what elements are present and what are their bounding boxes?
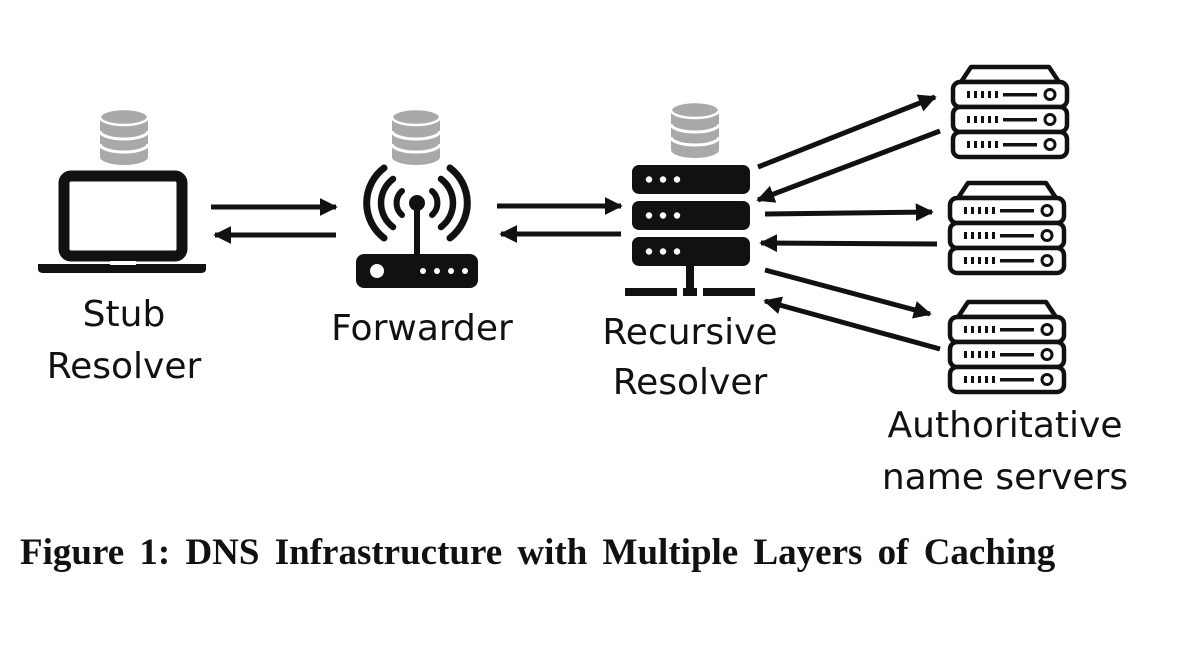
arrow-recursive-to-auth2 xyxy=(764,203,934,222)
arrow-auth2-to-recursive xyxy=(759,234,938,253)
authoritative-servers-node: Authoritative name servers xyxy=(882,67,1128,498)
laptop-icon xyxy=(38,170,206,273)
wifi-router-icon xyxy=(356,164,478,288)
stub-resolver-node: Stub Resolver xyxy=(38,107,206,387)
cache-database-icon xyxy=(390,107,442,167)
authoritative-label-line2: name servers xyxy=(882,457,1128,498)
server-rack-icon xyxy=(625,165,755,296)
recursive-label-line2: Resolver xyxy=(613,362,768,403)
forwarder-label: Forwarder xyxy=(331,308,513,349)
arrow-auth3-to-recursive xyxy=(763,296,941,352)
authoritative-label-line1: Authoritative xyxy=(888,405,1123,446)
arrow-recursive-to-auth3 xyxy=(764,267,932,319)
figure-caption: Figure 1: DNS Infrastructure with Multip… xyxy=(20,532,1056,573)
cache-database-icon xyxy=(98,107,150,167)
server-icon xyxy=(953,67,1067,157)
server-icon xyxy=(950,183,1064,273)
arrow-recursive-to-auth1 xyxy=(757,94,937,170)
recursive-resolver-node: Recursive Resolver xyxy=(602,100,778,403)
stub-label-line2: Resolver xyxy=(47,346,202,387)
cache-database-icon xyxy=(669,100,721,160)
stub-label-line1: Stub xyxy=(83,294,166,335)
server-icon xyxy=(950,302,1064,392)
forwarder-node: Forwarder xyxy=(331,107,513,349)
recursive-label-line1: Recursive xyxy=(602,312,777,353)
arrow-auth1-to-recursive xyxy=(756,128,941,203)
